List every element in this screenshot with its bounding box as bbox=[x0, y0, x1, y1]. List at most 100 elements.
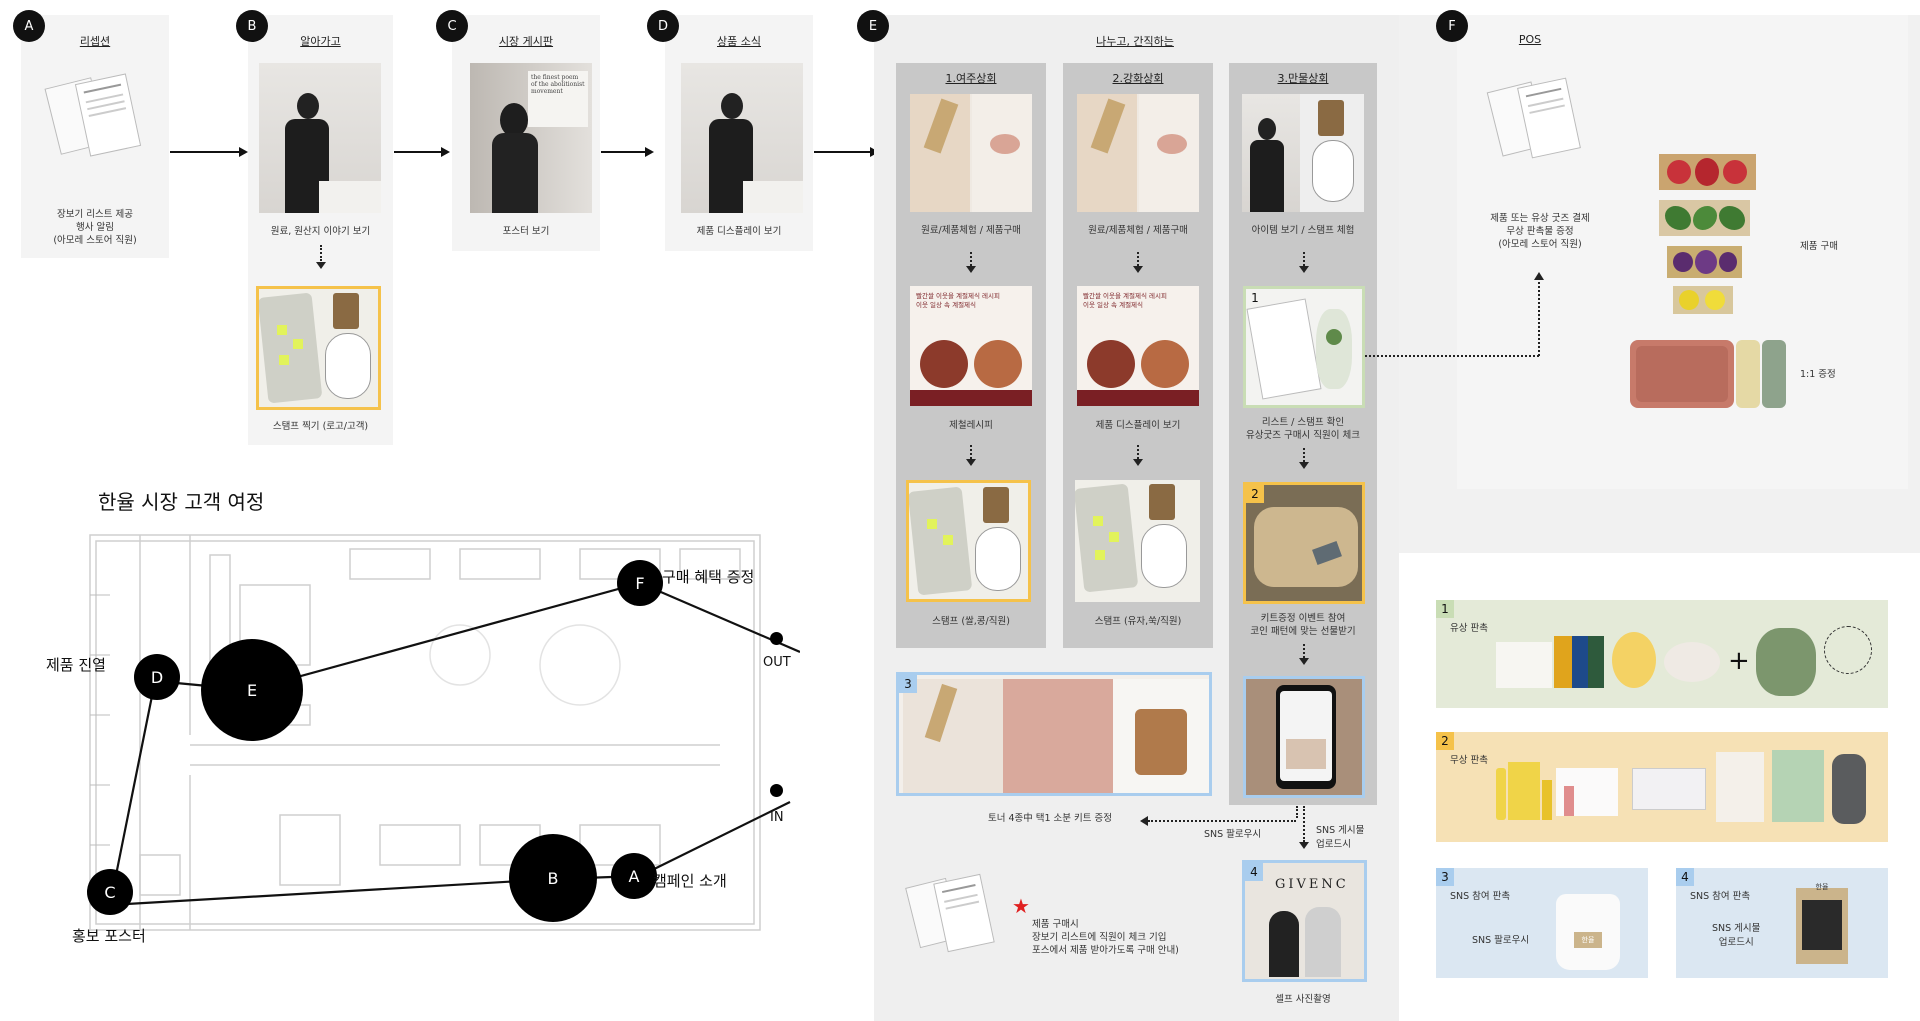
shop-1-caption-3: 스탬프 (쌀,콩/직원) bbox=[932, 616, 1010, 627]
flow-arrow bbox=[170, 151, 243, 153]
map-node-e bbox=[201, 639, 303, 741]
market-board-poster-photo: the finest poem of the abolitionist move… bbox=[470, 63, 592, 213]
flow-dots bbox=[320, 245, 322, 261]
flow-dots bbox=[1303, 644, 1305, 658]
stage-a-badge: A bbox=[13, 10, 45, 42]
product-pack-yellow bbox=[1673, 286, 1733, 314]
flow-dots bbox=[1303, 252, 1305, 266]
item-stamp-photo bbox=[1242, 94, 1364, 212]
map-label-in: IN bbox=[770, 810, 784, 825]
product-pack-purple bbox=[1667, 246, 1742, 278]
tray-set bbox=[1630, 340, 1786, 408]
step-number: 1 bbox=[1251, 291, 1259, 305]
flow-dots bbox=[1137, 445, 1139, 459]
free-promo-box: 2 무상 판촉 bbox=[1436, 732, 1888, 842]
map-node-f-label: F bbox=[635, 573, 645, 593]
stamp-card-photo bbox=[906, 480, 1031, 602]
flow-arrow bbox=[394, 151, 444, 153]
stage-c-badge: C bbox=[436, 10, 468, 42]
map-node-e-label: E bbox=[246, 680, 258, 700]
coin-event-photo: 2 bbox=[1243, 482, 1365, 604]
flow-dots-head bbox=[316, 262, 326, 269]
flow-dots-head bbox=[966, 459, 976, 466]
benefit-title: SNS 참여 판촉 bbox=[1690, 891, 1751, 902]
shop-3-title: 3.만물상회 bbox=[1277, 72, 1329, 85]
star-icon: ★ bbox=[1012, 894, 1030, 918]
shop-1-caption-1: 원료/제품체험 / 제품구매 bbox=[921, 225, 1021, 236]
product-display-photo bbox=[681, 63, 803, 213]
shop-2-caption-1: 원료/제품체험 / 제품구매 bbox=[1088, 225, 1188, 236]
stamp-card-photo bbox=[1075, 480, 1200, 602]
plus-icon: + bbox=[1728, 646, 1750, 676]
map-entry-dot bbox=[770, 784, 783, 797]
flow-dots-head bbox=[1299, 842, 1309, 849]
flow-dots bbox=[970, 445, 972, 459]
shop-2-caption-3: 스탬프 (유자,쑥/직원) bbox=[1094, 616, 1182, 627]
product-experience-photo bbox=[1077, 94, 1199, 212]
map-node-b-label: B bbox=[547, 868, 559, 888]
toner-kit-photo: 3 bbox=[896, 672, 1212, 796]
shop-1-caption-2: 제철레시피 bbox=[949, 420, 993, 431]
map-node-d bbox=[134, 654, 180, 700]
map-node-a-label: A bbox=[628, 866, 640, 886]
flow-dots-head bbox=[1299, 266, 1309, 273]
flow-dots-horizontal bbox=[1365, 355, 1539, 357]
selfie-photo: 4 GIVENC bbox=[1242, 860, 1367, 982]
stage-e-badge: E bbox=[857, 10, 889, 42]
map-title: 한율 시장 고객 여정 bbox=[98, 490, 265, 514]
flow-dots bbox=[1303, 448, 1305, 462]
flow-dots bbox=[1296, 806, 1298, 818]
flow-dots-head bbox=[966, 266, 976, 273]
stage-d-badge: D bbox=[647, 10, 679, 42]
givenchy-sign: GIVENC bbox=[1275, 877, 1349, 892]
step-number: 2 bbox=[1246, 485, 1264, 503]
stamp-card-photo bbox=[256, 286, 381, 410]
map-node-c-label: C bbox=[104, 882, 116, 902]
product-experience-photo bbox=[910, 94, 1032, 212]
brand-label: 한율 bbox=[1574, 932, 1602, 948]
shop-3-caption-1: 아이템 보기 / 스탬프 체험 bbox=[1251, 225, 1355, 236]
sns-follow-label: SNS 팔로우시 bbox=[1204, 829, 1262, 840]
flow-dots-head bbox=[1299, 462, 1309, 469]
stage-e-title: 나누고, 간직하는 bbox=[1096, 35, 1174, 48]
list-check-photo: 1 bbox=[1243, 286, 1365, 408]
map-exit-dot bbox=[770, 632, 783, 645]
shop-2-title: 2.강화상회 bbox=[1112, 72, 1164, 85]
flow-arrow-head bbox=[239, 147, 248, 157]
flow-dots bbox=[1137, 252, 1139, 266]
stage-f-title: POS bbox=[1518, 33, 1542, 46]
product-pack-green bbox=[1659, 200, 1750, 236]
stage-c-caption: 포스터 보기 bbox=[502, 226, 550, 237]
flow-dots-head bbox=[1299, 658, 1309, 665]
benefit-label: SNS 팔로우시 bbox=[1472, 935, 1530, 946]
flow-dots-horizontal bbox=[1148, 820, 1296, 822]
sns-follow-box: 3 SNS 참여 판촉 SNS 팔로우시 한율 bbox=[1436, 868, 1648, 978]
kit-caption: 토너 4종中 택1 소분 키트 증정 bbox=[987, 813, 1113, 824]
map-node-d-label: D bbox=[150, 667, 164, 687]
stage-f-badge: F bbox=[1436, 10, 1468, 42]
map-node-c bbox=[87, 869, 133, 915]
sns-phone-photo bbox=[1243, 676, 1365, 798]
flow-dots bbox=[1538, 282, 1540, 356]
flow-arrow bbox=[814, 151, 874, 153]
stage-b-title: 알아가고 bbox=[300, 35, 341, 48]
flow-arrow-up-head bbox=[1534, 272, 1544, 280]
pos-buy-label: 제품 구매 bbox=[1800, 241, 1838, 252]
flow-arrow-head bbox=[441, 147, 450, 157]
step-number: 4 bbox=[1245, 863, 1263, 881]
stage-d-caption: 제품 디스플레이 보기 bbox=[696, 226, 782, 237]
benefit-title: 유상 판촉 bbox=[1450, 623, 1488, 634]
stage-b-sub-caption: 스탬프 찍기 (로고/고객) bbox=[272, 421, 369, 432]
flow-dots bbox=[970, 252, 972, 266]
shop-2-caption-2: 제품 디스플레이 보기 bbox=[1095, 420, 1181, 431]
map-label-out: OUT bbox=[763, 655, 791, 670]
floor-plan bbox=[89, 534, 761, 931]
